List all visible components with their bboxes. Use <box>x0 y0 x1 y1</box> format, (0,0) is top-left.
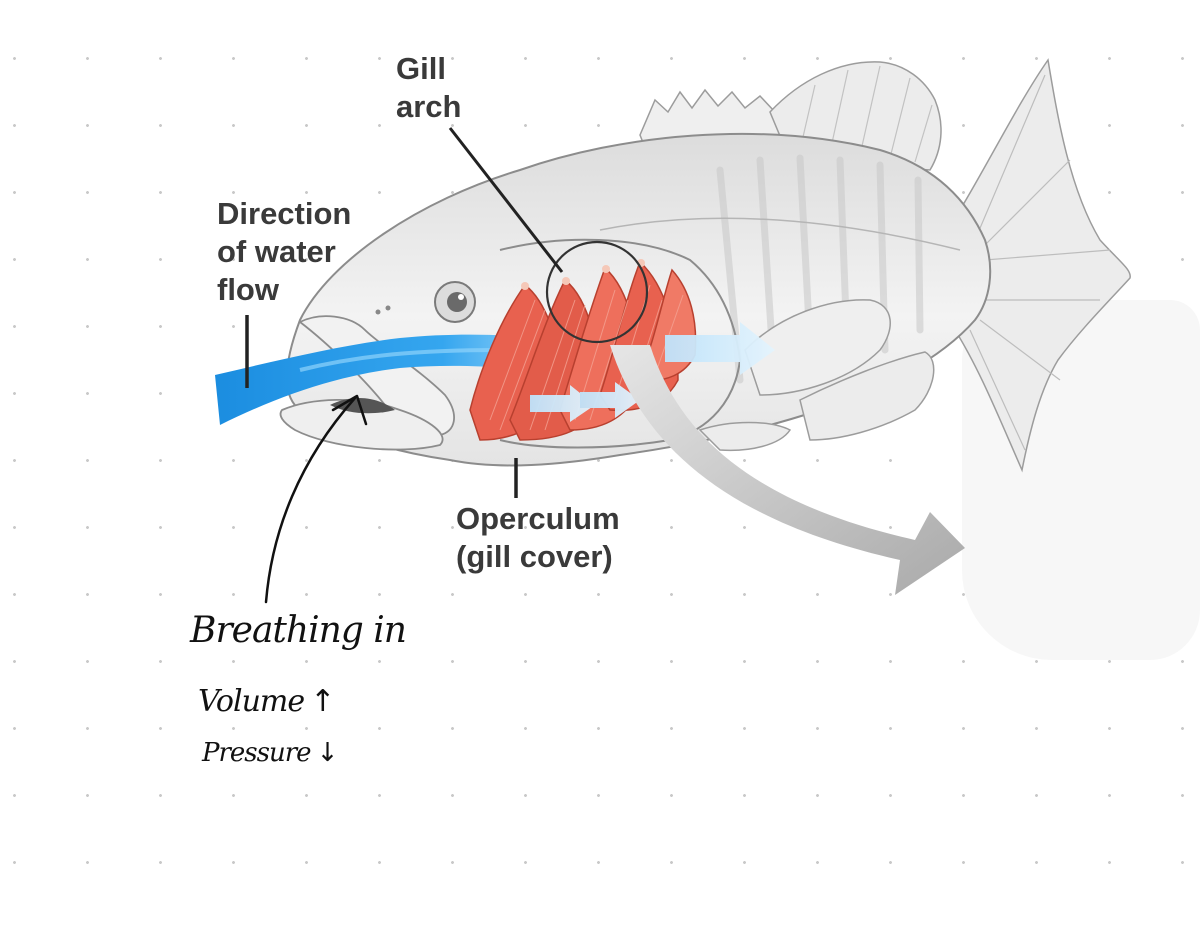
gill-filament-lines <box>489 284 684 431</box>
water-flow-arrow <box>215 334 540 425</box>
exit-flow-arrow <box>610 345 965 595</box>
down-arrow-icon: ↓ <box>316 738 339 768</box>
volume-note: Volume↑ <box>198 684 335 719</box>
water-flow-label: Direction of water flow <box>217 196 352 307</box>
pressure-note: Pressure↓ <box>202 738 339 768</box>
fish-eye-highlight <box>458 294 464 300</box>
handwritten-arrow-head <box>331 394 368 426</box>
nostril <box>385 305 391 311</box>
gill-arch-callout-circle <box>545 240 649 344</box>
water-flow-highlight <box>299 348 501 372</box>
volume-text: Volume <box>198 684 305 719</box>
tail-fin <box>947 58 1131 473</box>
up-arrow-icon: ↑ <box>310 684 335 719</box>
water-exit-arrows <box>530 322 775 422</box>
upper-jaw <box>298 315 455 437</box>
lower-fin <box>698 421 792 452</box>
nostril <box>375 309 381 315</box>
pelvic-fin <box>799 351 935 441</box>
tail-fin-rays <box>969 74 1111 451</box>
lateral-line <box>599 217 961 251</box>
fish-pupil <box>447 292 467 312</box>
handwritten-arrow <box>264 396 357 604</box>
breathing-in-note: Breathing in <box>190 610 407 651</box>
gill-arch-leader-line <box>448 127 564 273</box>
pectoral-fin <box>744 299 891 396</box>
gill-arch-label: Gill arch <box>396 51 462 124</box>
pressure-text: Pressure <box>202 738 312 768</box>
operculum-label: Operculum (gill cover) <box>456 501 620 574</box>
